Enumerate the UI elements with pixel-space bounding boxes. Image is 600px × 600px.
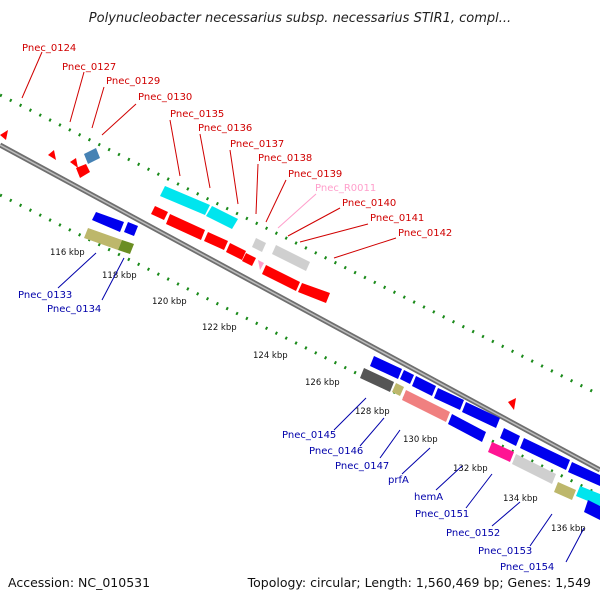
- tick-134kbp: 134 kbp: [503, 494, 538, 504]
- gene-pnec-0135-cyan[interactable]: [160, 186, 210, 215]
- gene-pnec-0140[interactable]: [272, 245, 310, 271]
- label-pnec-0135[interactable]: Pnec_0135: [170, 109, 224, 120]
- label-pnec-0124[interactable]: Pnec_0124: [22, 43, 76, 54]
- tick-118kbp: 118 kbp: [102, 271, 137, 281]
- gene-pnec-0133b[interactable]: [124, 222, 138, 236]
- gene-pnec-0137[interactable]: [204, 232, 228, 250]
- gene-pnec-0136[interactable]: [166, 214, 205, 240]
- gene-pnec-0130[interactable]: [76, 164, 90, 178]
- label-pnec-0140[interactable]: Pnec_0140: [342, 198, 396, 209]
- gene-pnec-0142[interactable]: [298, 283, 330, 303]
- gene-hema[interactable]: [488, 442, 514, 462]
- label-pnec-0138[interactable]: Pnec_0138: [258, 153, 312, 164]
- gene-pnec-0151-blue[interactable]: [500, 428, 520, 446]
- label-pnec-0141[interactable]: Pnec_0141: [370, 213, 424, 224]
- label-pnec-0136[interactable]: Pnec_0136: [198, 123, 252, 134]
- gene-pnec-0152-blue[interactable]: [520, 438, 570, 470]
- gene-pnec-0153[interactable]: [576, 486, 600, 506]
- label-pnec-0145[interactable]: Pnec_0145: [282, 430, 336, 441]
- gene-labels-top: Pnec_0124 Pnec_0127 Pnec_0129 Pnec_0130 …: [22, 43, 452, 239]
- gene-small-steelblue[interactable]: [84, 148, 100, 164]
- gene-pnec-0139[interactable]: [242, 253, 256, 266]
- outer-tick-track-lower: [0, 193, 600, 497]
- forward-strand-features: [0, 130, 516, 410]
- tick-116kbp: 116 kbp: [50, 248, 85, 258]
- label-pnec-0134[interactable]: Pnec_0134: [47, 304, 101, 315]
- label-pnec-0137[interactable]: Pnec_0137: [230, 139, 284, 150]
- tick-labels: 116 kbp 118 kbp 120 kbp 122 kbp 124 kbp …: [50, 248, 586, 534]
- label-pnec-0142[interactable]: Pnec_0142: [398, 228, 452, 239]
- label-pnec-0133[interactable]: Pnec_0133: [18, 290, 72, 301]
- label-pnec-0129[interactable]: Pnec_0129: [106, 76, 160, 87]
- label-pnec-r0011[interactable]: Pnec_R0011: [315, 183, 376, 194]
- tick-136kbp: 136 kbp: [551, 524, 586, 534]
- tick-132kbp: 132 kbp: [453, 464, 488, 474]
- rna-pnec-r0011[interactable]: [258, 260, 264, 270]
- gene-pnec-0151[interactable]: [512, 454, 556, 484]
- leader-lines-bottom: [57, 252, 585, 563]
- gene-pnec-0147-blue[interactable]: [412, 376, 436, 396]
- tick-128kbp: 128 kbp: [355, 407, 390, 417]
- gene-pnec-0153-blue[interactable]: [568, 462, 600, 486]
- gene-pnec-0139-grey[interactable]: [252, 238, 266, 252]
- gene-pnec-0141[interactable]: [262, 265, 300, 291]
- tick-130kbp: 130 kbp: [403, 435, 438, 445]
- label-pnec-0153[interactable]: Pnec_0153: [478, 546, 532, 557]
- gene-pnec-0152[interactable]: [554, 482, 576, 500]
- gene-pnec-0129[interactable]: [70, 158, 78, 168]
- label-pnec-0154[interactable]: Pnec_0154: [500, 562, 554, 573]
- leader-lines-top: [21, 51, 397, 259]
- gene-prfa[interactable]: [448, 414, 486, 442]
- label-pnec-0152[interactable]: Pnec_0152: [446, 528, 500, 539]
- gene-hema-blue[interactable]: [462, 402, 500, 428]
- outer-tick-track-upper: [0, 93, 600, 397]
- gene-upper-arrow-right[interactable]: [508, 398, 516, 410]
- label-hema[interactable]: hemA: [414, 492, 443, 503]
- label-pnec-0146[interactable]: Pnec_0146: [309, 446, 363, 457]
- gene-pnec-0135[interactable]: [151, 206, 168, 220]
- gene-pnec-0124[interactable]: [0, 130, 8, 140]
- map-title: Polynucleobacter necessarius subsp. nece…: [89, 11, 511, 26]
- gene-pnec-0146-blue[interactable]: [400, 370, 414, 384]
- tick-126kbp: 126 kbp: [305, 378, 340, 388]
- gene-pnec-0154[interactable]: [584, 500, 600, 520]
- accession-text: Accession: NC_010531: [8, 575, 150, 590]
- gene-pnec-0134b[interactable]: [118, 240, 134, 254]
- tick-124kbp: 124 kbp: [253, 351, 288, 361]
- gene-pnec-0147[interactable]: [402, 390, 450, 422]
- reverse-strand-features: [84, 148, 600, 520]
- tick-120kbp: 120 kbp: [152, 297, 187, 307]
- label-pnec-0139[interactable]: Pnec_0139: [288, 169, 342, 180]
- gene-pnec-0127[interactable]: [48, 150, 56, 160]
- gene-labels-bottom: Pnec_0133 Pnec_0134 Pnec_0145 Pnec_0146 …: [18, 290, 554, 573]
- gene-pnec-0146[interactable]: [392, 383, 404, 396]
- gene-pnec-0133[interactable]: [92, 212, 124, 232]
- gene-pnec-0145-blue[interactable]: [370, 356, 402, 379]
- gene-pnec-0136-cyan[interactable]: [206, 206, 238, 229]
- gene-pnec-0134[interactable]: [84, 228, 122, 250]
- gene-pnec-0145[interactable]: [360, 368, 394, 392]
- label-prfa[interactable]: prfA: [388, 475, 409, 486]
- topology-text: Topology: circular; Length: 1,560,469 bp…: [247, 575, 591, 590]
- gene-pnec-0138[interactable]: [226, 243, 246, 260]
- label-pnec-0151[interactable]: Pnec_0151: [415, 509, 469, 520]
- label-pnec-0127[interactable]: Pnec_0127: [62, 62, 116, 73]
- genome-backbone: [0, 142, 600, 473]
- gene-prfa-blue[interactable]: [434, 388, 464, 410]
- label-pnec-0130[interactable]: Pnec_0130: [138, 92, 192, 103]
- label-pnec-0147[interactable]: Pnec_0147: [335, 461, 389, 472]
- tick-122kbp: 122 kbp: [202, 323, 237, 333]
